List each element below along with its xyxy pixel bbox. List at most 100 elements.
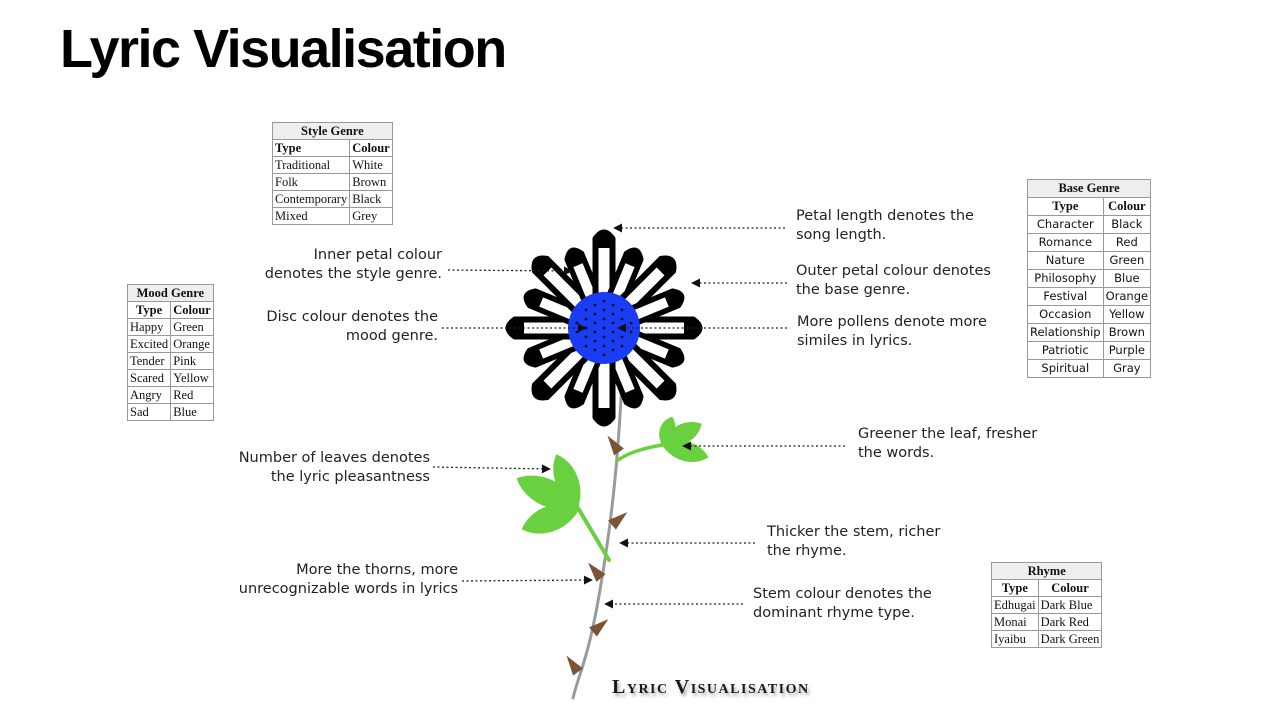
pollen-dot: [602, 335, 606, 339]
pollen-dot: [602, 317, 606, 321]
slide-title: Lyric Visualisation: [60, 19, 507, 79]
stem: [571, 378, 664, 700]
pollen-dot: [620, 308, 624, 312]
pollen-dot: [611, 303, 615, 307]
mood-genre-caption: Mood Genre: [127, 284, 214, 302]
pollens: [575, 299, 633, 357]
thorn: [607, 435, 624, 456]
pollen-dot: [593, 312, 597, 316]
pollen-dot: [593, 303, 597, 307]
pollen-dot: [602, 308, 606, 312]
base-genre-header-colour: Colour: [1102, 197, 1152, 216]
pollen-dot: [629, 330, 633, 334]
leader-arrow: [432, 464, 551, 474]
pollen-dot: [584, 308, 588, 312]
leaf-branch: [616, 443, 664, 462]
pollen-dot: [575, 321, 579, 325]
leaf: [659, 416, 676, 445]
rhyme-header-colour: Colour: [1037, 579, 1103, 597]
rhyme-header-type: Type: [991, 579, 1039, 597]
leaf-branch: [576, 506, 611, 562]
pollen-dot: [620, 335, 624, 339]
pollen-dot: [629, 321, 633, 325]
pollen-dot: [611, 330, 615, 334]
base-genre-caption: Base Genre: [1026, 179, 1152, 198]
pollen-dot: [602, 326, 606, 330]
pollen-dot: [611, 348, 615, 352]
leaf: [521, 504, 580, 534]
mood-genre-header-colour: Colour: [170, 301, 214, 319]
image-caption: Lyric Visualisation: [612, 676, 810, 698]
pollen-dot: [620, 344, 624, 348]
petal-inner: [524, 322, 584, 334]
pollen-dot: [584, 317, 588, 321]
style-genre-caption: Style Genre: [272, 122, 393, 140]
base-genre-header-type: Type: [1027, 197, 1104, 216]
pollen-dot: [602, 344, 606, 348]
style-genre-header-type: Type: [271, 139, 351, 157]
pollen-dot: [620, 317, 624, 321]
leaf: [553, 454, 581, 508]
pollen-dot: [593, 348, 597, 352]
leaf: [516, 475, 580, 511]
pollen-dot: [593, 330, 597, 334]
leaf: [662, 422, 702, 447]
pollen-dot: [593, 321, 597, 325]
pollen-dot: [584, 344, 588, 348]
mood-genre-header-type: Type: [126, 301, 172, 319]
petal-inner: [624, 322, 684, 334]
pollen-dot: [593, 339, 597, 343]
style-genre-header-colour: Colour: [349, 139, 393, 157]
thorn: [608, 512, 628, 530]
thorns: [566, 435, 628, 676]
thorn: [566, 655, 583, 676]
pollen-dot: [602, 353, 606, 357]
thorn: [588, 562, 606, 582]
leaf: [662, 440, 709, 462]
leader-arrow: [461, 575, 593, 585]
pollen-dot: [575, 330, 579, 334]
rhyme-caption: Rhyme: [990, 562, 1103, 580]
pollen-dot: [611, 312, 615, 316]
pollen-dot: [584, 335, 588, 339]
pollen-dot: [611, 321, 615, 325]
pollen-dot: [611, 339, 615, 343]
pollen-dot: [602, 299, 606, 303]
pollen-dot: [620, 326, 624, 330]
leaves: [516, 416, 709, 534]
